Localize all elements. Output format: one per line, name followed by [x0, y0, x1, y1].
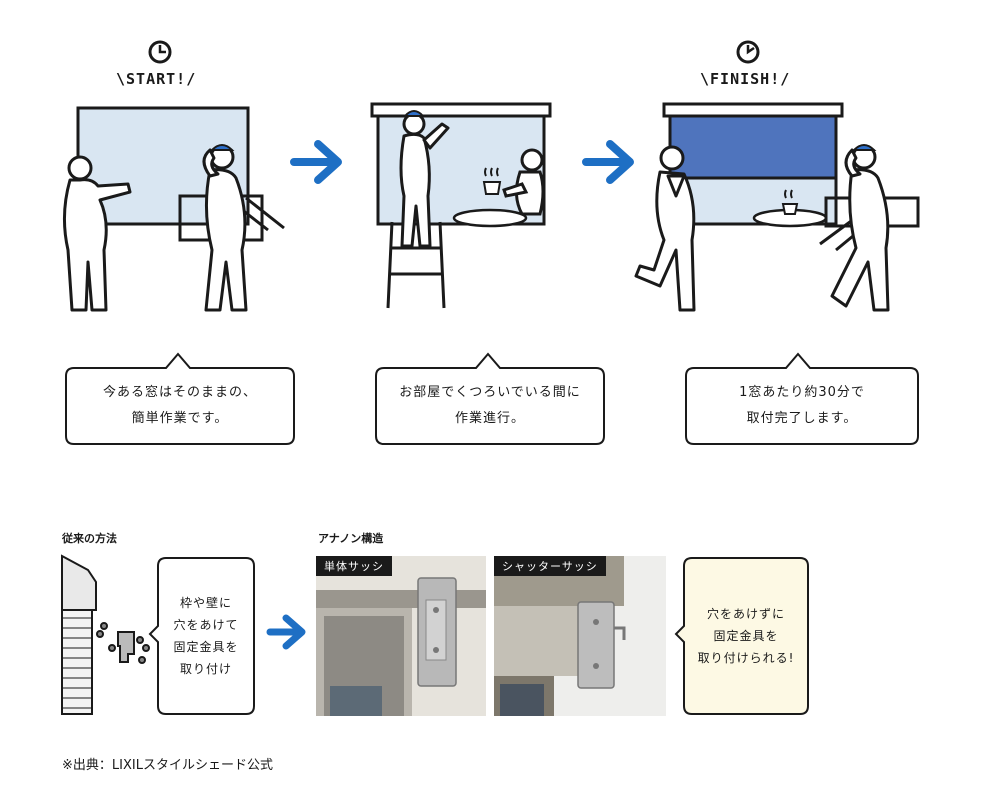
speech-bubble	[375, 352, 605, 445]
speech-bubble	[65, 352, 295, 445]
ladder-icon	[386, 221, 446, 309]
photo-label-single-sash: 単体サッシ	[316, 556, 392, 576]
bubble-text-step3: 1窓あたり約30分で 取付完了します。	[739, 385, 865, 426]
source-credit: ※出典：LIXILスタイルシェード公式	[62, 758, 273, 773]
arrow-right-icon	[290, 140, 342, 184]
shade-housing	[662, 102, 844, 118]
arrow-right-icon	[582, 140, 634, 184]
bubble-text-step1: 今ある窓はそのままの、 簡単作業です。	[102, 385, 257, 426]
start-label: \START!/	[116, 70, 197, 88]
conventional-method-text: 枠や壁に 穴をあけて 固定金具を 取り付け	[173, 596, 239, 676]
bubble-text-step2: お部屋でくつろいでいる間に 作業進行。	[399, 385, 581, 426]
clock-icon	[148, 40, 172, 64]
photo-label-shutter-sash: シャッターサッシ	[494, 556, 606, 576]
person-relaxing-figure	[502, 148, 545, 216]
note-bubble	[674, 557, 809, 715]
ananon-text: 穴をあけずに 固定金具を 取り付けられる!	[697, 607, 795, 665]
person-customer-figure	[62, 155, 132, 312]
person-worker-figure	[178, 144, 285, 312]
speech-bubble	[685, 352, 919, 445]
shade-housing	[370, 102, 552, 118]
photo-shutter-sash	[494, 556, 666, 716]
conventional-method-label: 従来の方法	[62, 532, 117, 545]
person-worker-leaving-figure	[819, 144, 920, 312]
finish-label: \FINISH!/	[700, 70, 791, 88]
clock-icon	[736, 40, 760, 64]
bracket-screws-icon	[96, 622, 150, 664]
conventional-shutter-drawing	[61, 554, 97, 715]
coffee-cup-icon	[781, 189, 799, 215]
arrow-right-icon	[266, 614, 306, 650]
note-bubble	[148, 557, 255, 715]
photo-single-sash	[316, 556, 486, 716]
roller-shade	[668, 114, 838, 180]
ananon-structure-label: アナノン構造	[318, 532, 384, 545]
person-happy-figure	[634, 145, 696, 312]
coffee-cup-icon	[482, 167, 502, 195]
person-installer-figure	[399, 112, 450, 248]
